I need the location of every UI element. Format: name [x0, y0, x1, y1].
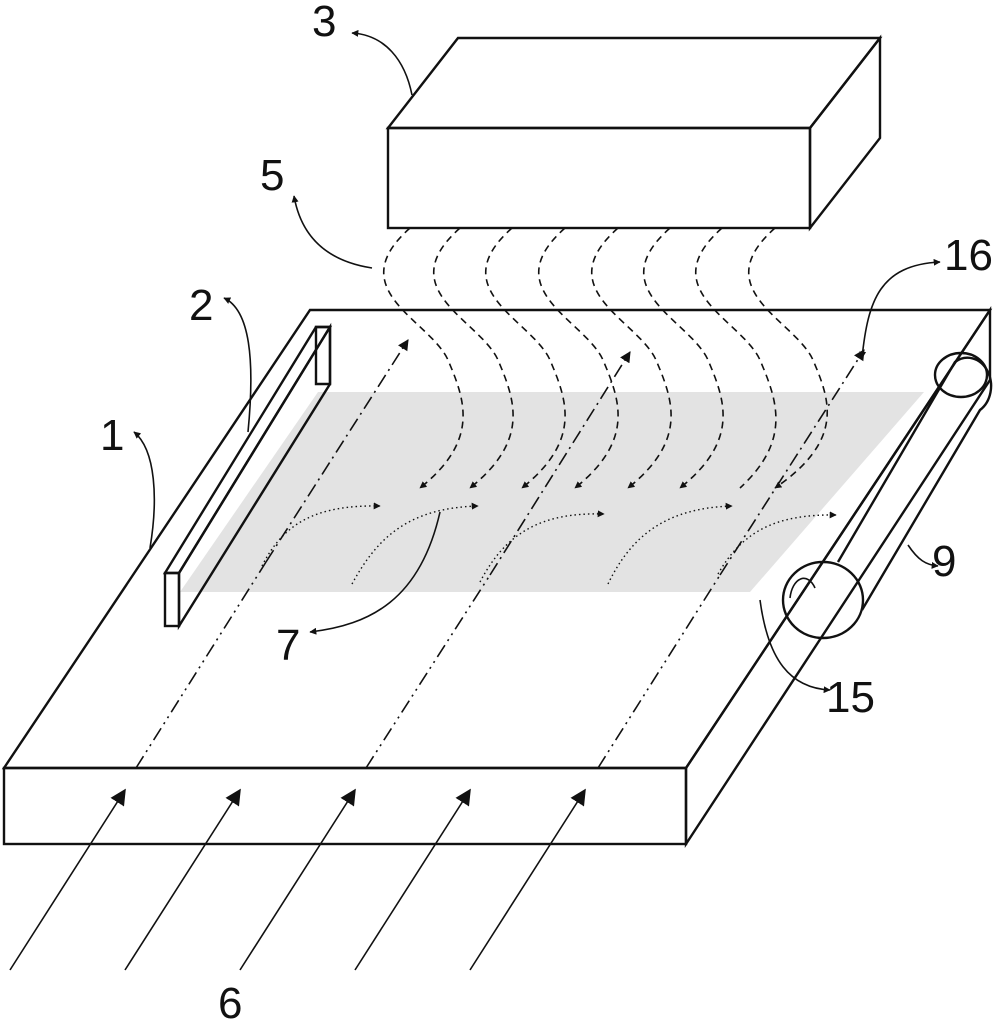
- label-16: 16: [944, 231, 993, 280]
- label-6: 6: [218, 979, 242, 1024]
- roller: [781, 351, 993, 640]
- label-2: 2: [189, 281, 213, 330]
- film-region: [180, 392, 924, 592]
- bar: [162, 322, 333, 631]
- reference-labels: 3 5 2 1 7 6 9 15 16: [100, 0, 993, 1024]
- label-7: 7: [276, 621, 300, 670]
- dotted-flow-arrows: [261, 502, 837, 585]
- dashdot-lines: [135, 339, 865, 769]
- label-5: 5: [260, 151, 284, 200]
- leader-lines: [133, 29, 941, 694]
- input-arrows: [9, 788, 586, 971]
- label-15: 15: [826, 673, 875, 722]
- label-3: 3: [312, 0, 336, 46]
- top-box: [385, 34, 883, 232]
- label-1: 1: [100, 411, 124, 460]
- label-9: 9: [932, 537, 956, 586]
- dashed-flow-lines: [383, 227, 829, 489]
